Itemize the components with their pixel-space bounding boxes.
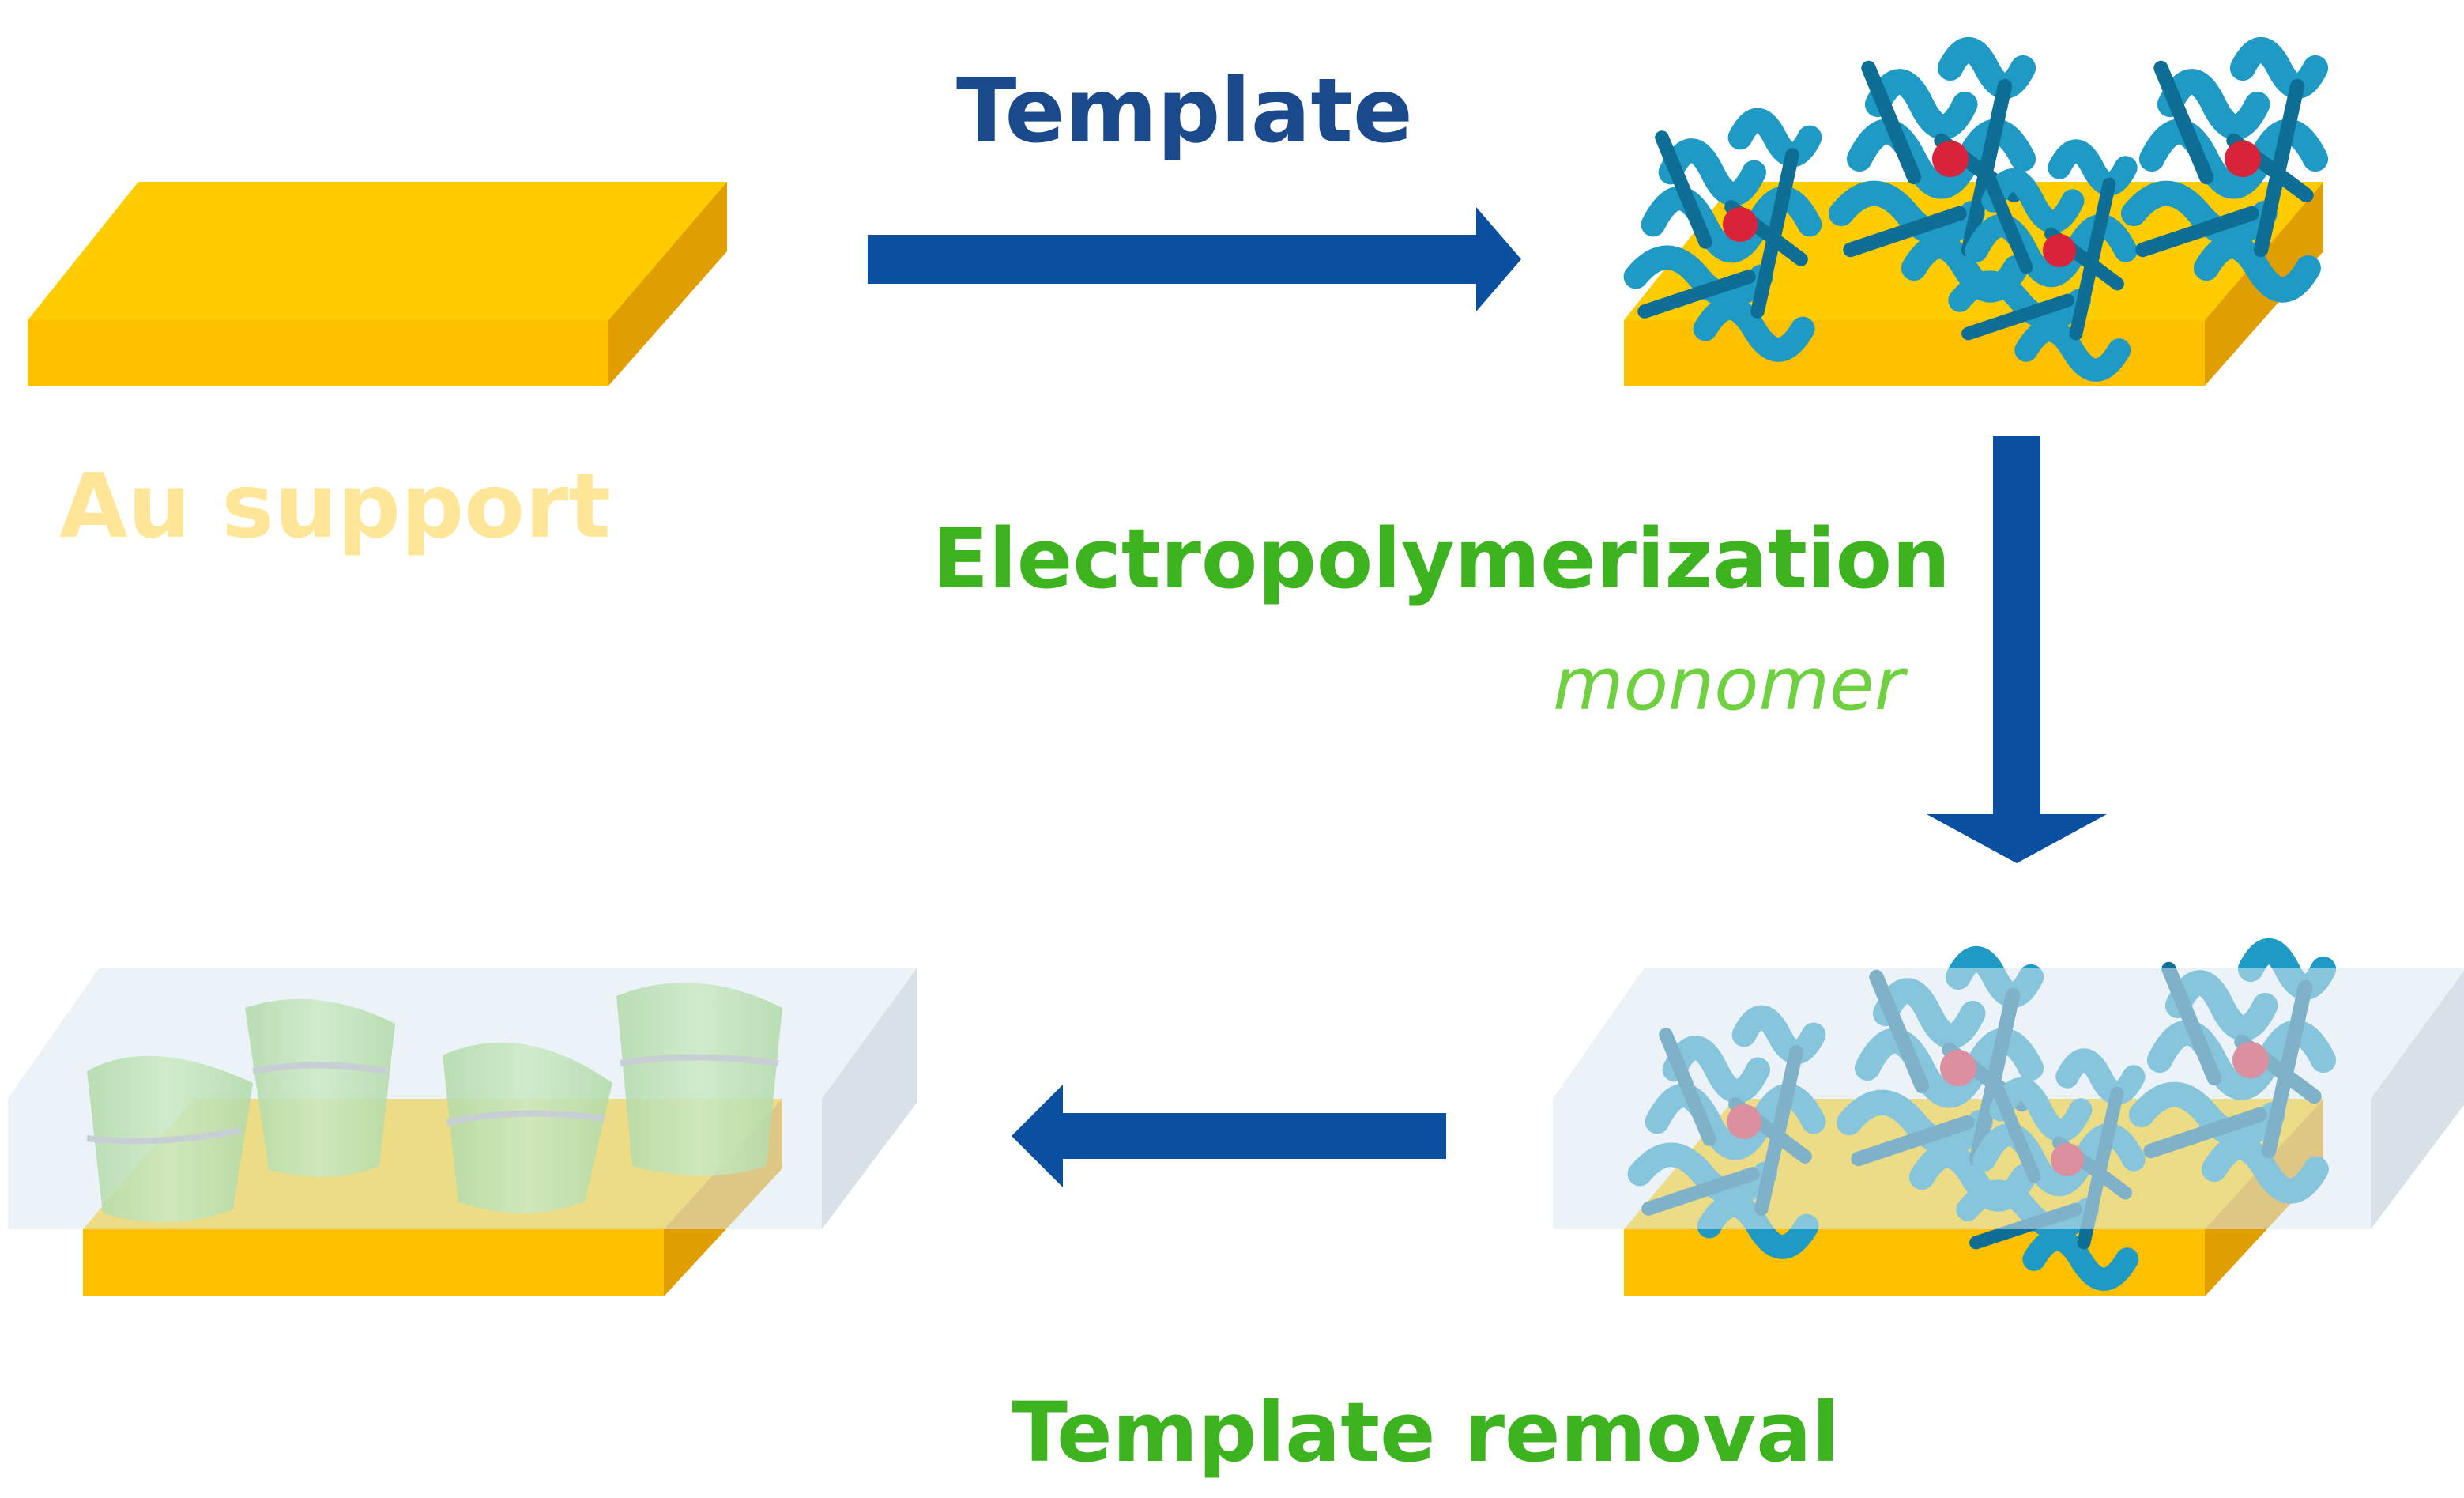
templated-slab [1624,50,2323,386]
imprinted-polymer-slab [8,968,917,1296]
slab-front-face [83,1229,664,1296]
polymer-film [1553,968,2464,1229]
polymer-embedded-slab [1553,951,2464,1296]
template-removal-arrow-left [1012,1085,1446,1187]
electropolymerization-label: Electropolymerization [932,511,1951,607]
slab-top-face [28,182,727,320]
electropolymerization-arrow-down [1927,436,2107,863]
template-arrow-right [868,207,1521,311]
au-support-label: Au support [59,455,611,558]
slab-front-face [28,320,608,386]
template-label: Template [956,60,1413,163]
polymer-film [8,968,917,1229]
monomer-label: monomer [1553,642,1905,726]
template-removal-label: Template removal [1012,1384,1840,1481]
au-support-slab [28,182,727,386]
slab-side-face [608,182,727,386]
